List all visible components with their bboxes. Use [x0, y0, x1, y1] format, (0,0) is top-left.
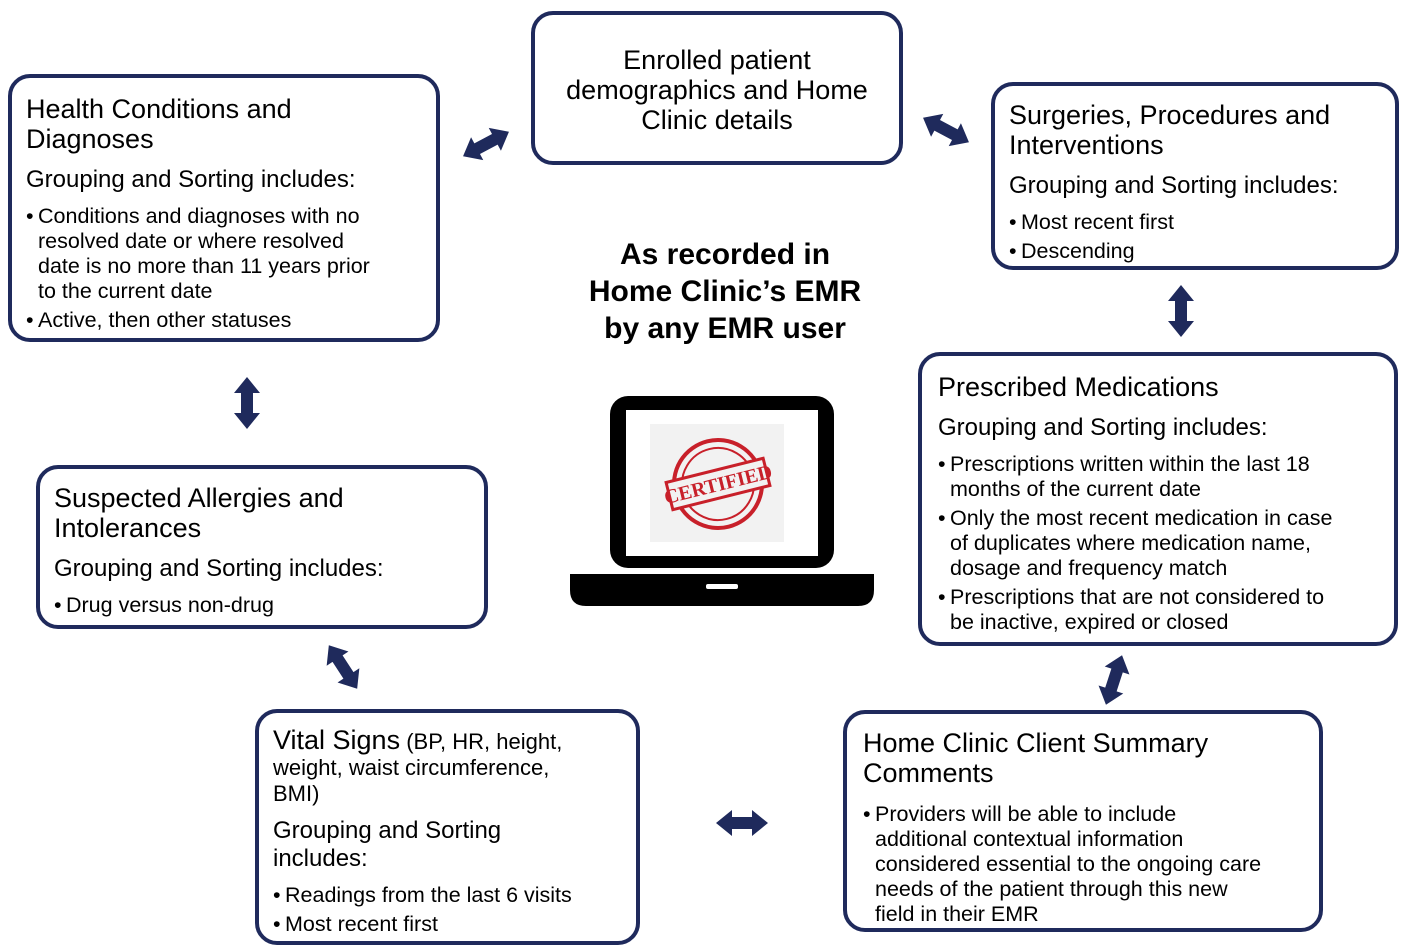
allergies-title: Suspected Allergies and Intolerances	[54, 483, 344, 543]
list-item: Drug versus non-drug	[54, 593, 472, 618]
surgeries-title: Surgeries, Procedures and Interventions	[1009, 100, 1331, 160]
demographics-text: Enrolled patient demographics and Home C…	[566, 45, 868, 135]
health-bullet-list: Conditions and diagnoses with no resolve…	[26, 204, 424, 333]
medications-bullet-list: Prescriptions written within the last 18…	[938, 452, 1382, 635]
medications-title: Prescribed Medications	[938, 372, 1219, 402]
center-heading: As recorded in Home Clinic’s EMR by any …	[588, 238, 862, 345]
list-item: Conditions and diagnoses with no resolve…	[26, 204, 424, 304]
arrow-health-to-demographics	[456, 120, 516, 168]
arrow-vitals-to-allergies	[317, 638, 369, 696]
vital-signs-title: Vital Signs (BP, HR, height, weight, wai…	[273, 725, 563, 807]
list-item: Prescriptions written within the last 18…	[938, 452, 1382, 502]
arrow-summary-to-vitals	[716, 810, 768, 836]
list-item: Descending	[1009, 239, 1383, 264]
allergies-box: Suspected Allergies and Intolerances Gro…	[36, 465, 488, 629]
list-item: Active, then other statuses	[26, 308, 424, 333]
list-item: Only the most recent medication in case …	[938, 506, 1382, 581]
vital-signs-box: Vital Signs (BP, HR, height, weight, wai…	[255, 709, 640, 945]
health-conditions-title: Health Conditions and Diagnoses	[26, 94, 292, 154]
list-item: Providers will be able to include additi…	[863, 802, 1307, 927]
vital-signs-grouping-label: Grouping and Sorting includes:	[273, 817, 502, 872]
vital-signs-bullet-list: Readings from the last 6 visits Most rec…	[273, 883, 626, 937]
arrow-medications-to-summary	[1093, 651, 1135, 709]
allergies-bullet-list: Drug versus non-drug	[54, 593, 472, 618]
medications-grouping-label: Grouping and Sorting includes:	[938, 414, 1268, 441]
list-item: Prescriptions that are not considered to…	[938, 585, 1382, 635]
list-item: Most recent first	[1009, 210, 1383, 235]
summary-comments-box: Home Clinic Client Summary Comments Prov…	[843, 710, 1323, 932]
health-conditions-box: Health Conditions and Diagnoses Grouping…	[8, 74, 440, 342]
summary-bullet-list: Providers will be able to include additi…	[863, 802, 1307, 927]
surgeries-grouping-label: Grouping and Sorting includes:	[1009, 172, 1339, 199]
medications-box: Prescribed Medications Grouping and Sort…	[918, 352, 1398, 646]
health-grouping-label: Grouping and Sorting includes:	[26, 166, 356, 193]
surgeries-box: Surgeries, Procedures and Interventions …	[991, 82, 1399, 270]
list-item: Most recent first	[273, 912, 626, 937]
arrow-surgeries-to-medications	[1168, 285, 1194, 337]
allergies-grouping-label: Grouping and Sorting includes:	[54, 555, 384, 582]
list-item: Readings from the last 6 visits	[273, 883, 626, 908]
arrow-demographics-to-surgeries	[916, 106, 976, 154]
demographics-box: Enrolled patient demographics and Home C…	[531, 11, 903, 165]
arrow-allergies-to-health	[234, 377, 260, 429]
surgeries-bullet-list: Most recent first Descending	[1009, 210, 1383, 264]
certified-laptop-icon: CERTIFIED	[570, 396, 874, 606]
summary-comments-title: Home Clinic Client Summary Comments	[863, 728, 1209, 788]
